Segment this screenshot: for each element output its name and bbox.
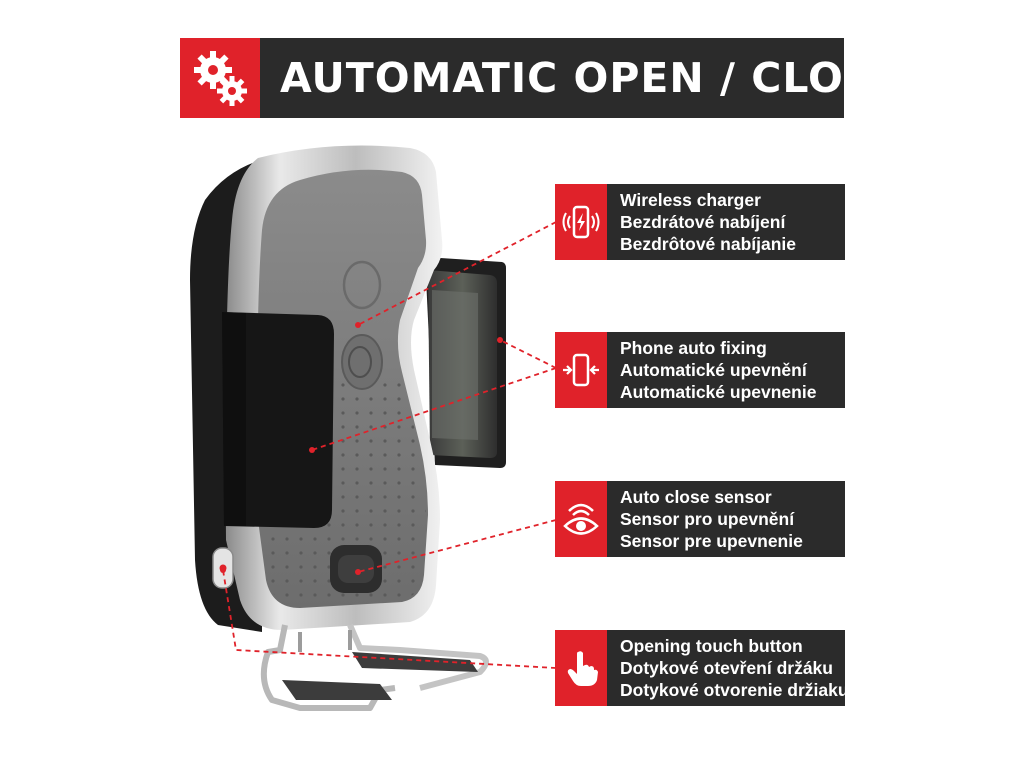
feature-line-cz: Automatické upevnění [620,360,807,380]
feature-line-sk: Automatické upevnenie [620,382,817,402]
right-clamp-arm [425,257,506,468]
feature-auto-close-sensor: Auto close sensor Sensor pro upevnění Se… [555,481,845,557]
touch-hand-icon [555,630,607,706]
feature-line-sk: Dotykové otvorenie držiaku [620,680,849,700]
gears-icon [180,38,260,118]
feature-line-en: Phone auto fixing [620,338,767,358]
feature-text: Wireless charger Bezdrátové nabíjení Bez… [620,189,796,255]
phone-auto-fixing-icon [555,332,607,408]
feature-line-cz: Bezdrátové nabíjení [620,212,786,232]
feature-line-en: Auto close sensor [620,487,772,507]
feature-phone-auto-fixing: Phone auto fixing Automatické upevnění A… [555,332,845,408]
feature-line-sk: Bezdrôtové nabíjanie [620,234,797,254]
banner-title: AUTOMATIC OPEN / CLOSE [280,54,904,102]
feature-wireless-charger: Wireless charger Bezdrátové nabíjení Bez… [555,184,845,260]
wireless-charging-phone-icon [555,184,607,260]
feature-line-sk: Sensor pre upevnenie [620,531,803,551]
feature-text: Auto close sensor Sensor pro upevnění Se… [620,486,803,552]
feature-text: Opening touch button Dotykové otevření d… [620,635,849,701]
feature-line-en: Wireless charger [620,190,761,210]
feature-opening-touch-button: Opening touch button Dotykové otevření d… [555,630,849,706]
feature-line-cz: Sensor pro upevnění [620,509,795,529]
feature-text: Phone auto fixing Automatické upevnění A… [620,337,816,403]
left-clamp-arm [222,312,334,528]
eye-sensor-icon [555,481,607,557]
vent-clip [260,623,489,711]
title-banner: AUTOMATIC OPEN / CLOSE [180,38,902,118]
feature-line-cz: Dotykové otevření držáku [620,658,833,678]
feature-line-en: Opening touch button [620,636,803,656]
